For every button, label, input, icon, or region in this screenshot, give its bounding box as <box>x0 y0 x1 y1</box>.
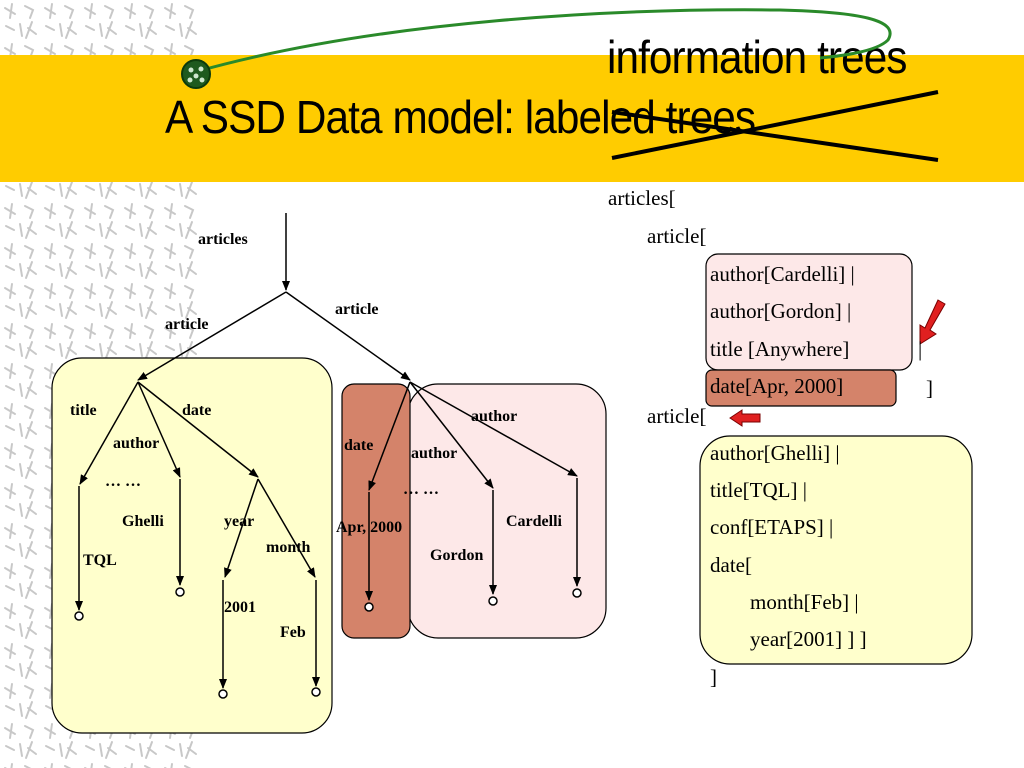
code-line: article[ <box>647 404 707 428</box>
label-tql: TQL <box>83 552 117 569</box>
code-line: title [Anywhere] <box>710 337 850 361</box>
label-feb: Feb <box>280 624 306 641</box>
code-line: article[ <box>647 224 707 248</box>
strike-line-2 <box>611 110 939 162</box>
edge-year <box>224 478 259 578</box>
label-dots-right: … … <box>403 481 439 498</box>
label-apr2000: Apr, 2000 <box>336 519 403 536</box>
code-line: author[Gordon] | <box>710 299 852 323</box>
code-line: articles[ <box>608 186 676 210</box>
edge-date-right <box>368 381 411 491</box>
label-article-left: article <box>165 316 209 333</box>
strike-line-1 <box>611 90 939 160</box>
code-line: ] <box>710 665 717 689</box>
label-cardelli: Cardelli <box>506 513 562 530</box>
code-line: ] <box>926 376 933 400</box>
leaf-feb <box>311 687 321 697</box>
label-date-left: date <box>182 402 212 419</box>
code-line: author[Ghelli] | <box>710 441 840 465</box>
title-band <box>0 55 1024 182</box>
code-line: author[Cardelli] | <box>710 262 855 286</box>
leaf-tql <box>74 611 84 621</box>
label-month: month <box>266 539 311 556</box>
leaf-gordon <box>488 596 498 606</box>
label-2001: 2001 <box>224 599 256 616</box>
edge-month <box>257 478 316 578</box>
red-arrow-left-icon <box>729 409 761 427</box>
code-line: title[TQL] | <box>710 478 807 502</box>
code-line: date[Apr, 2000] <box>710 374 844 398</box>
label-year: year <box>224 513 255 530</box>
edge-author-right <box>409 381 578 477</box>
label-author-left: author <box>113 435 160 452</box>
leaf-cardelli <box>572 588 582 598</box>
edge-author-left <box>137 381 181 478</box>
edge-article-right <box>285 291 411 381</box>
code-line: date[ <box>710 553 752 577</box>
label-date-right: date <box>344 437 374 454</box>
brown-region-box <box>341 383 411 639</box>
yellow-region-box <box>51 357 333 734</box>
red-arrow-down-icon <box>919 299 946 345</box>
code-highlight-yellow <box>699 435 973 665</box>
code-line: | <box>918 337 923 361</box>
code-line: conf[ETAPS] | <box>710 515 834 539</box>
edge-date-left <box>137 381 259 478</box>
leaf-apr2000 <box>364 602 374 612</box>
edge-author-mid <box>409 381 494 489</box>
edge-title <box>79 381 139 485</box>
code-highlight-brown <box>705 369 897 407</box>
label-title: title <box>70 402 97 419</box>
label-author-right: author <box>471 408 518 425</box>
label-gordon: Gordon <box>430 547 484 564</box>
leaf-2001 <box>218 689 228 699</box>
label-article-right: article <box>335 301 379 318</box>
replacement-title: information trees <box>607 31 907 83</box>
label-articles: articles <box>198 231 248 248</box>
label-dots-left: … … <box>105 473 141 490</box>
edge-article-left <box>137 291 287 381</box>
green-curve <box>194 8 892 74</box>
leaf-ghelli <box>175 587 185 597</box>
code-line: year[2001] ] ] <box>750 627 867 651</box>
label-author-mid: author <box>411 445 458 462</box>
label-ghelli: Ghelli <box>122 513 164 530</box>
code-line: month[Feb] | <box>750 590 859 614</box>
